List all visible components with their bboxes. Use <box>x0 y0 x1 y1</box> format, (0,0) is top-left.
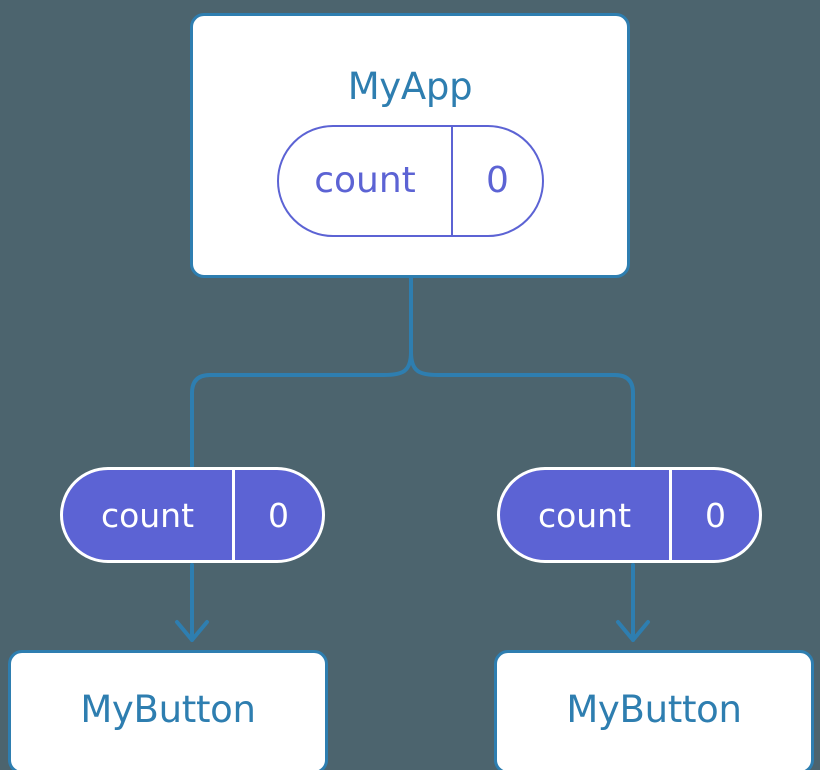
component-title-mybutton-right: MyButton <box>566 688 742 731</box>
arrow-head-left <box>175 620 209 642</box>
state-pill-child-right[interactable]: count 0 <box>497 467 762 563</box>
arrow-head-right <box>616 620 650 642</box>
branch-connector-left <box>190 350 413 472</box>
state-key-child-left: count <box>63 470 235 560</box>
state-value-root: 0 <box>486 160 509 201</box>
state-pill-child-left[interactable]: count 0 <box>60 467 325 563</box>
component-title-myapp: MyApp <box>347 65 473 108</box>
component-card-mybutton-left[interactable]: MyButton <box>8 650 328 770</box>
state-key-child-right: count <box>500 470 672 560</box>
state-pill-root[interactable]: count 0 <box>277 125 544 237</box>
component-card-mybutton-right[interactable]: MyButton <box>494 650 814 770</box>
state-value-child-left: 0 <box>268 495 289 535</box>
component-title-mybutton-left: MyButton <box>80 688 256 731</box>
branch-connector-right <box>409 350 635 472</box>
state-key-root: count <box>279 127 453 235</box>
state-value-child-right: 0 <box>705 495 726 535</box>
